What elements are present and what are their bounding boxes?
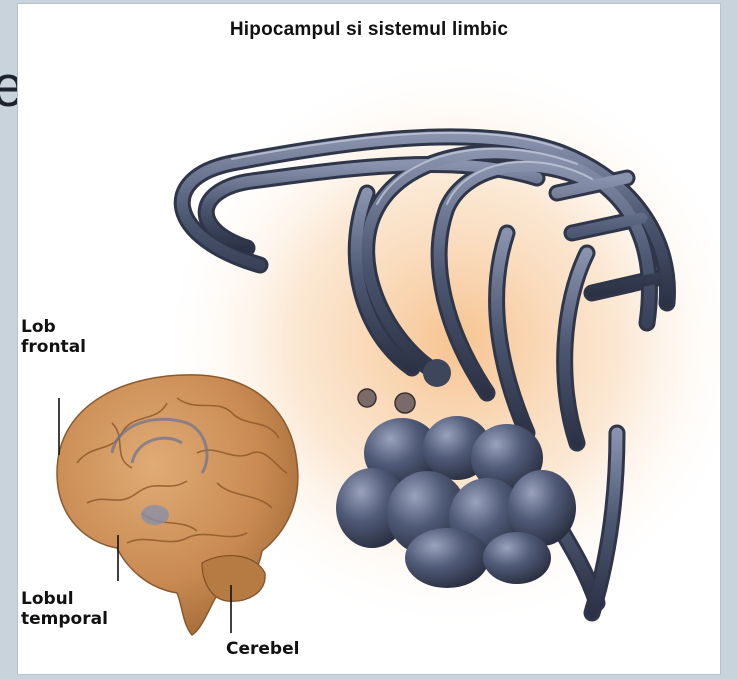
mammillary-body: [358, 389, 376, 407]
mammillary-body: [395, 393, 415, 413]
limbic-system-icon: [17, 3, 721, 675]
arc-tip: [423, 359, 451, 387]
label-lob-frontal: Lob frontal: [21, 317, 86, 357]
label-cerebel: Cerebel: [226, 639, 299, 659]
label-lobul-temporal: Lobul temporal: [21, 589, 108, 629]
label-lob-frontal-line1: Lob: [21, 317, 86, 337]
label-lobul-temporal-line2: temporal: [21, 609, 108, 629]
label-lob-frontal-line2: frontal: [21, 337, 86, 357]
figure-panel: Hipocampul si sistemul limbic: [17, 3, 721, 675]
label-lobul-temporal-line1: Lobul: [21, 589, 108, 609]
